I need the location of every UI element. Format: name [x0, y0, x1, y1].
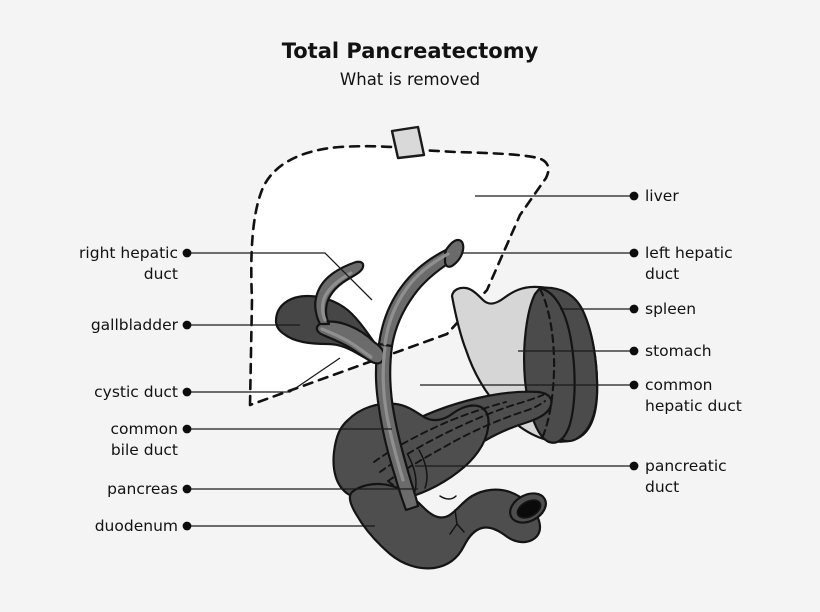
label-pancreas: pancreas [107, 480, 178, 498]
dot-gallbladder [182, 320, 192, 330]
label-right-hepatic-duct-line1: right hepatic [79, 244, 178, 262]
dot-right-hepatic-duct [182, 248, 192, 258]
dot-pancreatic-duct [629, 461, 639, 471]
label-pancreatic-duct-line2: duct [645, 478, 679, 496]
label-left-hepatic-duct-line2: duct [645, 265, 679, 283]
label-gallbladder: gallbladder [91, 316, 179, 334]
dot-spleen [629, 304, 639, 314]
label-cystic-duct: cystic duct [94, 383, 178, 401]
falciform-ligament-icon [390, 125, 426, 160]
label-spleen: spleen [645, 300, 696, 318]
dot-left-hepatic-duct [629, 248, 639, 258]
page-subtitle: What is removed [340, 70, 480, 89]
leader-cystic-duct [187, 357, 341, 393]
label-common-hepatic-duct-line1: common [645, 376, 713, 394]
label-pancreatic-duct-line1: pancreatic [645, 457, 727, 475]
biliary-duct-tree [314, 238, 465, 512]
leader-right-hepatic-duct [187, 252, 373, 301]
dot-stomach [629, 346, 639, 356]
dot-liver [629, 191, 639, 201]
label-common-bile-duct-line1: common [110, 420, 178, 438]
label-stomach: stomach [645, 342, 712, 360]
dot-duodenum [182, 521, 192, 531]
label-common-bile-duct-line2: bile duct [111, 441, 178, 459]
label-left-hepatic-duct-line1: left hepatic [645, 244, 733, 262]
dot-common-bile-duct [182, 424, 192, 434]
leader-dots [182, 191, 639, 531]
dot-cystic-duct [182, 387, 192, 397]
duodenum-shape [348, 449, 547, 570]
dot-common-hepatic-duct [629, 380, 639, 390]
label-right-hepatic-duct-line2: duct [144, 265, 178, 283]
page-title: Total Pancreatectomy [282, 39, 539, 63]
dot-pancreas [182, 484, 192, 494]
label-duodenum: duodenum [95, 517, 178, 535]
duodenum-lumen [516, 499, 542, 519]
leader-lines [187, 195, 634, 527]
label-common-hepatic-duct-line2: hepatic duct [645, 397, 742, 415]
label-liver: liver [645, 187, 679, 205]
